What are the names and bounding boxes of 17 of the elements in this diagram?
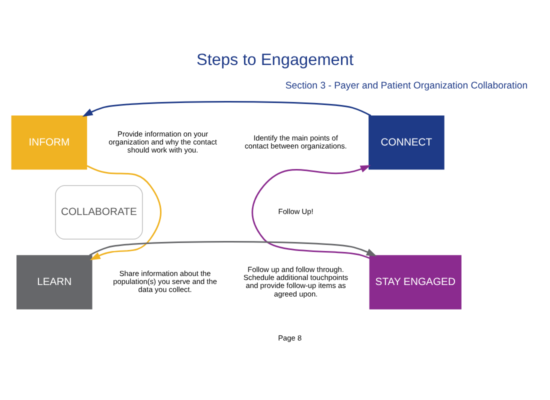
node-label: Provide information on your organization and why the contact should work with you. xyxy=(108,128,217,154)
label: Section 3 - Payer and Patient Organization Collaboration xyxy=(285,80,528,92)
arrow xyxy=(86,164,162,260)
node-label: Share information about the population(s) you serve and the data you collect. xyxy=(113,268,217,294)
arrow xyxy=(82,100,372,116)
label: Page 8 xyxy=(278,333,302,342)
arrow xyxy=(89,240,377,256)
arrow xyxy=(252,164,371,258)
label: Follow Up! xyxy=(278,206,314,216)
node-box: INFORM xyxy=(11,114,88,170)
node-box: LEARN xyxy=(16,254,92,309)
diagram-title: Steps to Engagement xyxy=(196,50,354,69)
node-box: STAY ENGAGED xyxy=(369,254,462,309)
node-label: Identify the main points of contact between organizations. xyxy=(244,132,347,150)
node-box: CONNECT xyxy=(368,114,444,170)
node-box: COLLABORATE xyxy=(55,184,143,239)
node-label: Follow up and follow through. Schedule additional touchpoints and provide follow-up items as agreed upon. xyxy=(244,264,348,298)
